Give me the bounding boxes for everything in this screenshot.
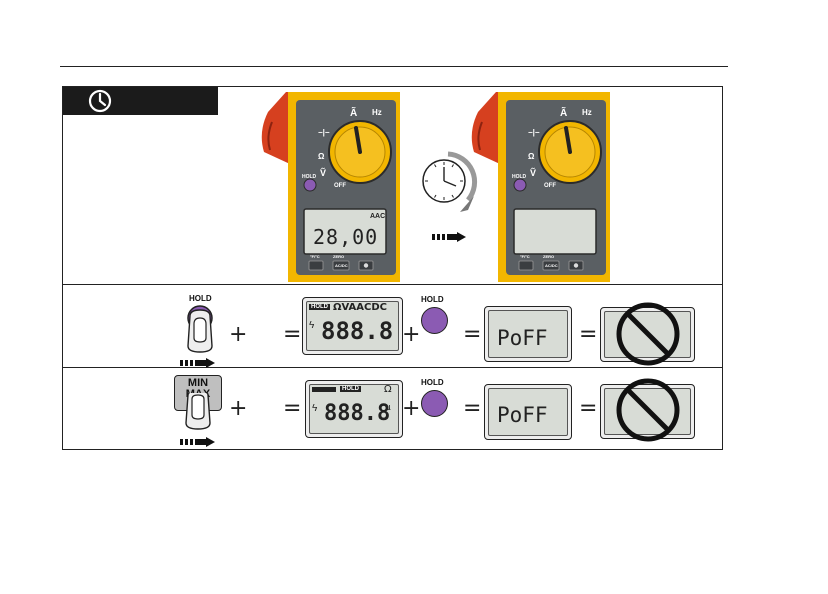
equals-sign: = bbox=[283, 398, 301, 420]
poff-text: PoFF bbox=[497, 403, 548, 427]
dial-label-volts: Ṽ bbox=[320, 168, 326, 178]
clock-icon bbox=[87, 88, 113, 114]
plus-sign: + bbox=[229, 324, 247, 346]
equals-sign: = bbox=[579, 398, 597, 420]
press-arrow-icon bbox=[180, 358, 220, 368]
row-divider-1 bbox=[62, 284, 723, 285]
meter-btn-caption-temp: °F/°C bbox=[310, 254, 320, 259]
equals-sign: = bbox=[579, 324, 597, 346]
equals-sign: = bbox=[463, 324, 481, 346]
lcd-hold-annunciator: HOLD bbox=[340, 386, 361, 392]
prohibited-icon bbox=[614, 376, 682, 444]
plus-sign: + bbox=[402, 398, 420, 420]
dial-label-resistance: Ω bbox=[318, 152, 324, 161]
meter-btn-acdc: AC/DC bbox=[545, 263, 558, 268]
row1-button-press: HOLD bbox=[176, 294, 224, 368]
dial-label-off: OFF bbox=[334, 183, 346, 189]
lcd-hold-annunciator: HOLD bbox=[309, 304, 330, 310]
hold-key-label: HOLD bbox=[421, 295, 444, 304]
lcd-micro: μ bbox=[385, 403, 391, 413]
equals-sign: = bbox=[283, 324, 301, 346]
dial-label-amps: Ã bbox=[560, 108, 567, 119]
dial-label-hz: Hz bbox=[372, 108, 382, 117]
timer-header bbox=[63, 87, 218, 115]
lcd-units: Ω bbox=[384, 384, 392, 395]
dial-label-capacitance: −|− bbox=[318, 128, 330, 137]
dial-label-off: OFF bbox=[544, 183, 556, 189]
press-arrow-icon bbox=[180, 437, 220, 447]
lcd-digits: 888.8 bbox=[321, 317, 393, 345]
meter-before: Ã Hz −|− Ω Ṽ OFF HOLD AAC 28,00 °F/°C ZE… bbox=[258, 92, 408, 282]
meter-reading: 28,00 bbox=[313, 225, 378, 249]
meter-btn-caption-zero: ZERO bbox=[333, 254, 344, 259]
meter-hold-label: HOLD bbox=[512, 174, 526, 180]
lcd-units: ΩVAACDC bbox=[333, 302, 387, 313]
dial-label-volts: Ṽ bbox=[530, 168, 536, 178]
dial-label-resistance: Ω bbox=[528, 152, 534, 161]
meter-after: Ã Hz −|− Ω Ṽ OFF HOLD °F/°C ZERO AC/DC bbox=[468, 92, 618, 282]
lightning-icon: ϟ bbox=[309, 320, 314, 331]
row2-button-press: MIN MAX bbox=[174, 375, 226, 449]
hold-button-icon bbox=[421, 307, 448, 334]
dial-label-amps: Ã bbox=[350, 108, 357, 119]
prohibited-icon bbox=[614, 300, 682, 368]
row1-lcd: HOLD ΩVAACDC 888.8 ϟ bbox=[302, 297, 403, 355]
equals-sign: = bbox=[463, 398, 481, 420]
lcd-digits: 888.8 bbox=[324, 401, 390, 426]
plus-sign: + bbox=[402, 324, 420, 346]
dial-label-capacitance: −|− bbox=[528, 128, 540, 137]
meter-btn-acdc: AC/DC bbox=[335, 263, 348, 268]
hold-key-label: HOLD bbox=[421, 378, 444, 387]
meter-unit: AAC bbox=[370, 213, 385, 220]
meter-btn-caption-zero: ZERO bbox=[543, 254, 554, 259]
header-rule bbox=[60, 66, 728, 67]
row2-result-lcd: PoFF bbox=[484, 384, 572, 440]
meter-btn-caption-temp: °F/°C bbox=[520, 254, 530, 259]
hold-button-icon bbox=[421, 390, 448, 417]
lightning-icon: ϟ bbox=[312, 403, 317, 414]
dial-label-hz: Hz bbox=[582, 108, 592, 117]
time-arrow bbox=[432, 232, 466, 242]
plus-sign: + bbox=[229, 398, 247, 420]
row2-lcd: HOLD Ω 888.8 μ ϟ bbox=[305, 380, 403, 438]
row1-result-lcd: PoFF bbox=[484, 306, 572, 362]
poff-text: PoFF bbox=[497, 326, 548, 350]
meter-hold-label: HOLD bbox=[302, 174, 316, 180]
